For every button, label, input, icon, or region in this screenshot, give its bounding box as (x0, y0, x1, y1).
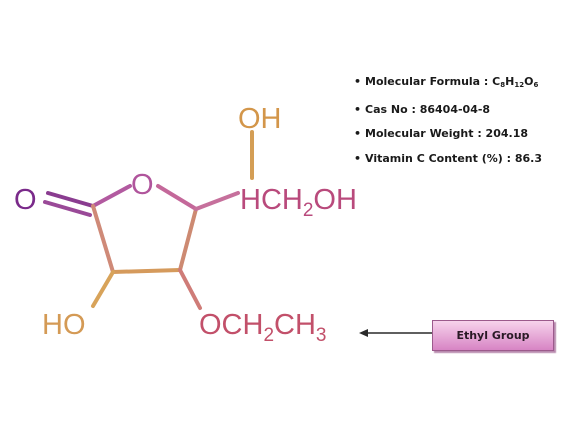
bond-c3-c2 (111, 268, 182, 274)
side-chain-prefix: HCH (240, 184, 303, 216)
double-bond-lower (43, 200, 92, 217)
atom-side-chain: HCH2OH (240, 184, 357, 221)
atom-hydroxyl-top: OH (238, 103, 282, 135)
bullet-icon: • (354, 127, 362, 140)
atom-hydroxyl-left: HO (42, 309, 86, 341)
bullet-icon: • (354, 75, 362, 88)
side-chain-subscript: 2 (303, 200, 314, 221)
bond-c2-ho (91, 270, 115, 308)
bond-ringO-c4 (156, 184, 198, 211)
bond-c1-ringO (91, 184, 132, 208)
atom-ring-oxygen: O (131, 169, 154, 201)
formula-label: Molecular Formula : (365, 75, 493, 88)
bullet-icon: • (354, 102, 362, 116)
double-bond-upper (46, 191, 95, 208)
ethoxy-subscript-2: 2 (263, 325, 274, 346)
formula-c-sub: 8 (500, 81, 506, 89)
formula-h-sub: 12 (514, 81, 525, 89)
ethoxy-ch: CH (274, 309, 316, 341)
ethoxy-och: OCH (199, 309, 263, 341)
side-chain-suffix: OH (313, 184, 357, 216)
formula-o: O (524, 75, 534, 88)
vitamin-c-row: •Vitamin C Content (%) : 86.3 (354, 147, 569, 172)
bullet-icon: • (354, 151, 362, 165)
ethyl-group-label: Ethyl Group (432, 320, 554, 351)
ethyl-arrow (359, 329, 432, 337)
atom-ethoxy: OCH2CH3 (199, 309, 327, 346)
ethyl-group-text: Ethyl Group (456, 329, 530, 342)
vitamin-c-text: Vitamin C Content (%) : 86.3 (365, 151, 542, 165)
properties-list: •Molecular Formula : C8H12O6 •Cas No : 8… (354, 70, 569, 171)
atom-carbonyl-oxygen: O (14, 184, 37, 216)
formula-row: •Molecular Formula : C8H12O6 (354, 70, 569, 98)
bond-c3-ethoxy (178, 268, 202, 310)
cas-text: Cas No : 86404-04-8 (365, 102, 491, 116)
bond-c2-c1 (91, 204, 115, 274)
weight-row: •Molecular Weight : 204.18 (354, 122, 569, 147)
formula-h: H (505, 75, 515, 88)
bond-c4-sidechain (194, 191, 240, 211)
bond-lines (43, 130, 254, 310)
formula-c: C (492, 75, 501, 88)
cas-row: •Cas No : 86404-04-8 (354, 98, 569, 123)
formula-o-sub: 6 (533, 81, 539, 89)
bond-c4-c3 (178, 207, 198, 272)
arrow-head-icon (359, 329, 368, 337)
weight-text: Molecular Weight : 204.18 (365, 127, 529, 140)
ethoxy-subscript-3: 3 (316, 325, 327, 346)
